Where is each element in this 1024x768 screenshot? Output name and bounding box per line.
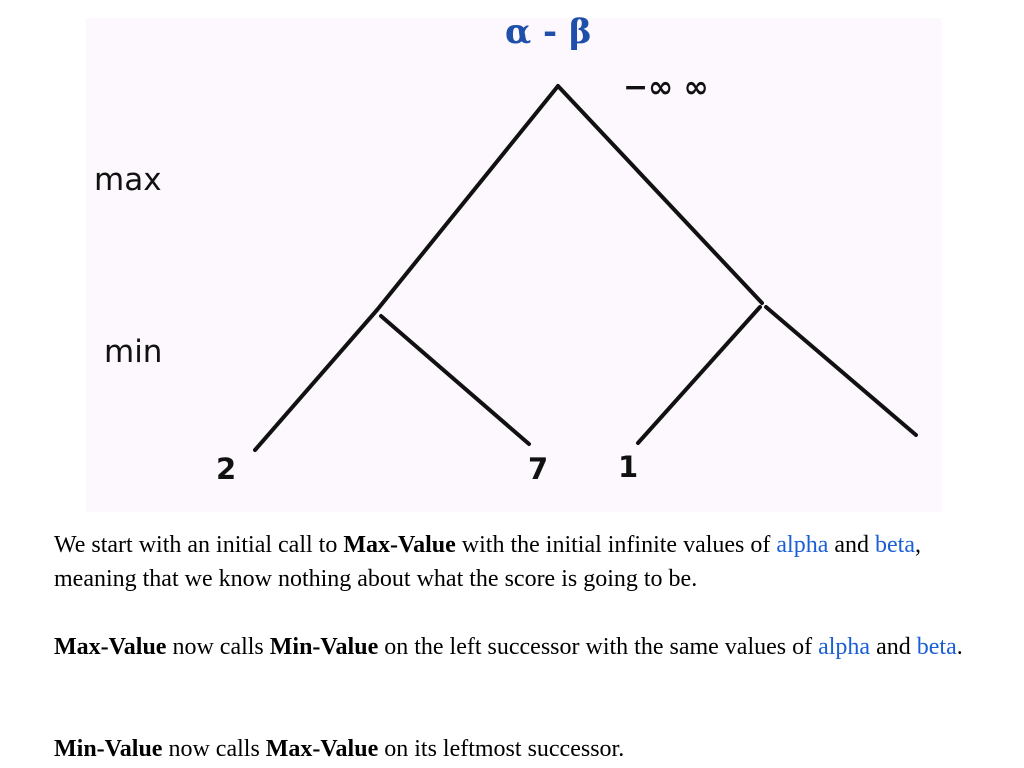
text: now calls: [162, 736, 266, 762]
edge-right-leaf3: [764, 305, 918, 437]
text: and: [828, 532, 876, 558]
leaf-value: 1: [618, 450, 639, 484]
text: .: [956, 634, 963, 660]
text: with the initial infinite values of: [455, 532, 777, 558]
edge-root-left: [375, 84, 560, 312]
paragraph-leftmost-successor: Min-Value now calls Max-Value on its lef…: [54, 732, 994, 766]
keyword-min-value: Min-Value: [269, 634, 379, 660]
level-label-min: min: [104, 334, 163, 370]
edge-root-right: [556, 84, 764, 305]
keyword-beta: beta: [875, 532, 916, 558]
keyword-alpha: alpha: [818, 634, 871, 660]
text: and: [870, 634, 917, 660]
root-bounds: −∞ ∞: [623, 70, 709, 105]
text: on the left successor with the same valu…: [378, 634, 819, 660]
paragraph-left-successor: Max-Value now calls Min-Value on the lef…: [54, 630, 994, 664]
keyword-min-value: Min-Value: [54, 736, 163, 762]
leaf-value: 7: [528, 452, 549, 486]
leaf-value: 2: [216, 452, 237, 486]
keyword-max-value: Max-Value: [265, 736, 379, 762]
text: , meaning that we know nothing about wha…: [54, 532, 922, 592]
keyword-max-value: Max-Value: [54, 634, 167, 660]
text: We start with an initial call to: [54, 532, 344, 558]
keyword-alpha: alpha: [776, 532, 829, 558]
keyword-beta: beta: [916, 634, 957, 660]
diagram-title: α - β: [505, 12, 592, 52]
text: now calls: [166, 634, 270, 660]
edge-left-leaf1: [379, 314, 531, 446]
text: on its leftmost successor.: [378, 736, 625, 762]
edge-right-leaf2: [636, 305, 762, 445]
edge-left-leaf0: [253, 308, 379, 452]
keyword-max-value: Max-Value: [343, 532, 456, 558]
level-label-max: max: [94, 162, 162, 198]
paragraph-initial-call: We start with an initial call to Max-Val…: [54, 528, 994, 596]
